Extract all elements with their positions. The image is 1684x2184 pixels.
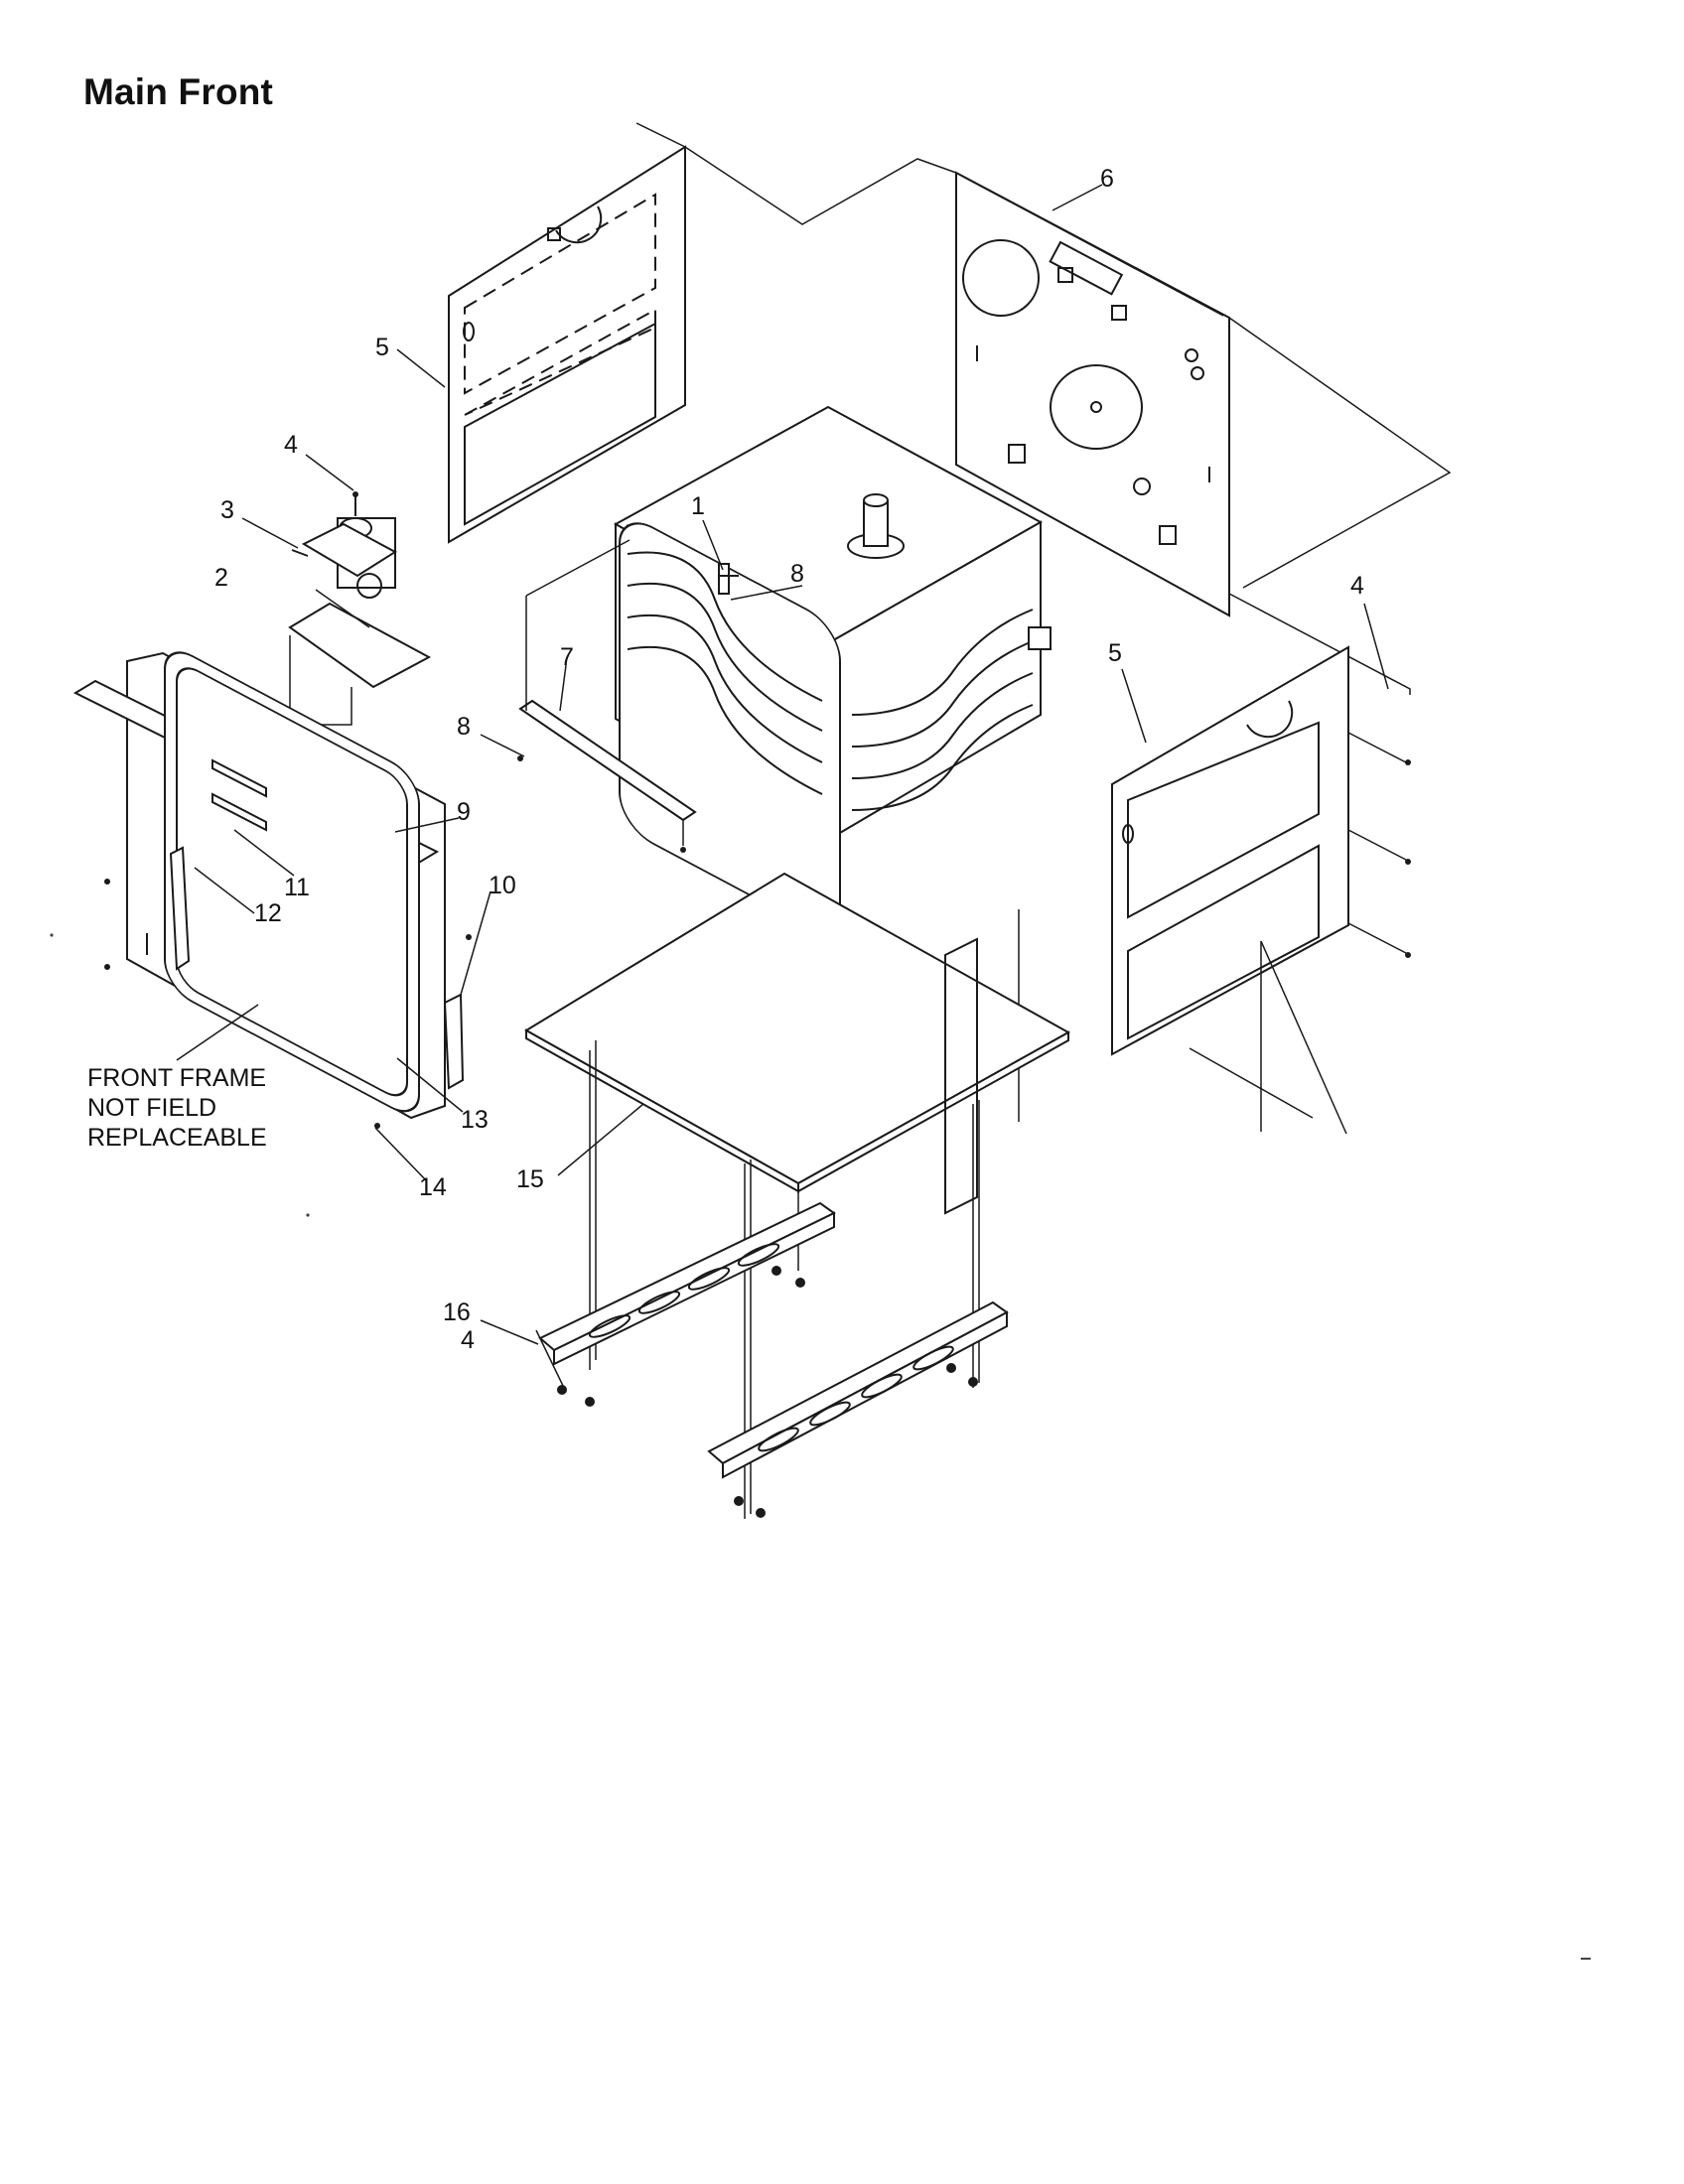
thermostat-assembly <box>288 491 432 726</box>
note-line-3: REPLACEABLE <box>87 1124 267 1152</box>
callout-6: 6 <box>1100 165 1114 193</box>
callout-1: 1 <box>691 492 705 520</box>
callout-5-right-panel: 5 <box>1108 639 1122 667</box>
assembly-guide-lines <box>635 122 1452 695</box>
scan-specks <box>50 933 1591 1960</box>
callout-16: 16 <box>443 1298 471 1326</box>
note-line-1: FRONT FRAME <box>87 1064 266 1092</box>
callout-8-trim: 8 <box>457 713 471 741</box>
callout-7: 7 <box>560 643 574 671</box>
callout-labels: 1 2 3 4 4 4 5 5 6 7 8 8 9 10 11 12 13 14… <box>214 165 1364 1354</box>
part-7-trim-bar <box>517 539 697 853</box>
callout-5-left-panel: 5 <box>375 334 389 361</box>
part-6-rear-panel <box>955 171 1230 617</box>
callout-leaders <box>176 184 1389 1389</box>
callout-4-thermostat: 4 <box>284 431 298 459</box>
callout-10: 10 <box>489 872 516 899</box>
part-15-base-plate <box>524 872 1071 1519</box>
part-5-side-panel-left <box>448 145 686 544</box>
part-5-side-panel-right <box>1018 645 1411 1135</box>
callout-14: 14 <box>419 1173 447 1201</box>
part-16-base-rails <box>538 1201 1009 1518</box>
page-title: Main Front <box>83 71 274 112</box>
callout-4-right-panel: 4 <box>1350 572 1364 600</box>
callout-3: 3 <box>220 496 234 524</box>
callout-4-base: 4 <box>461 1326 475 1354</box>
callout-8-cavity: 8 <box>790 560 804 588</box>
front-frame-note: FRONT FRAME NOT FIELD REPLACEABLE <box>87 1064 267 1152</box>
note-line-2: NOT FIELD <box>87 1094 216 1122</box>
callout-15: 15 <box>516 1165 544 1193</box>
callout-9: 9 <box>457 798 471 826</box>
callout-12: 12 <box>254 899 282 927</box>
callout-2: 2 <box>214 564 228 592</box>
callout-11: 11 <box>284 874 310 901</box>
callout-13: 13 <box>461 1106 489 1134</box>
front-frame <box>72 651 472 1129</box>
oven-cavity <box>613 405 1052 931</box>
